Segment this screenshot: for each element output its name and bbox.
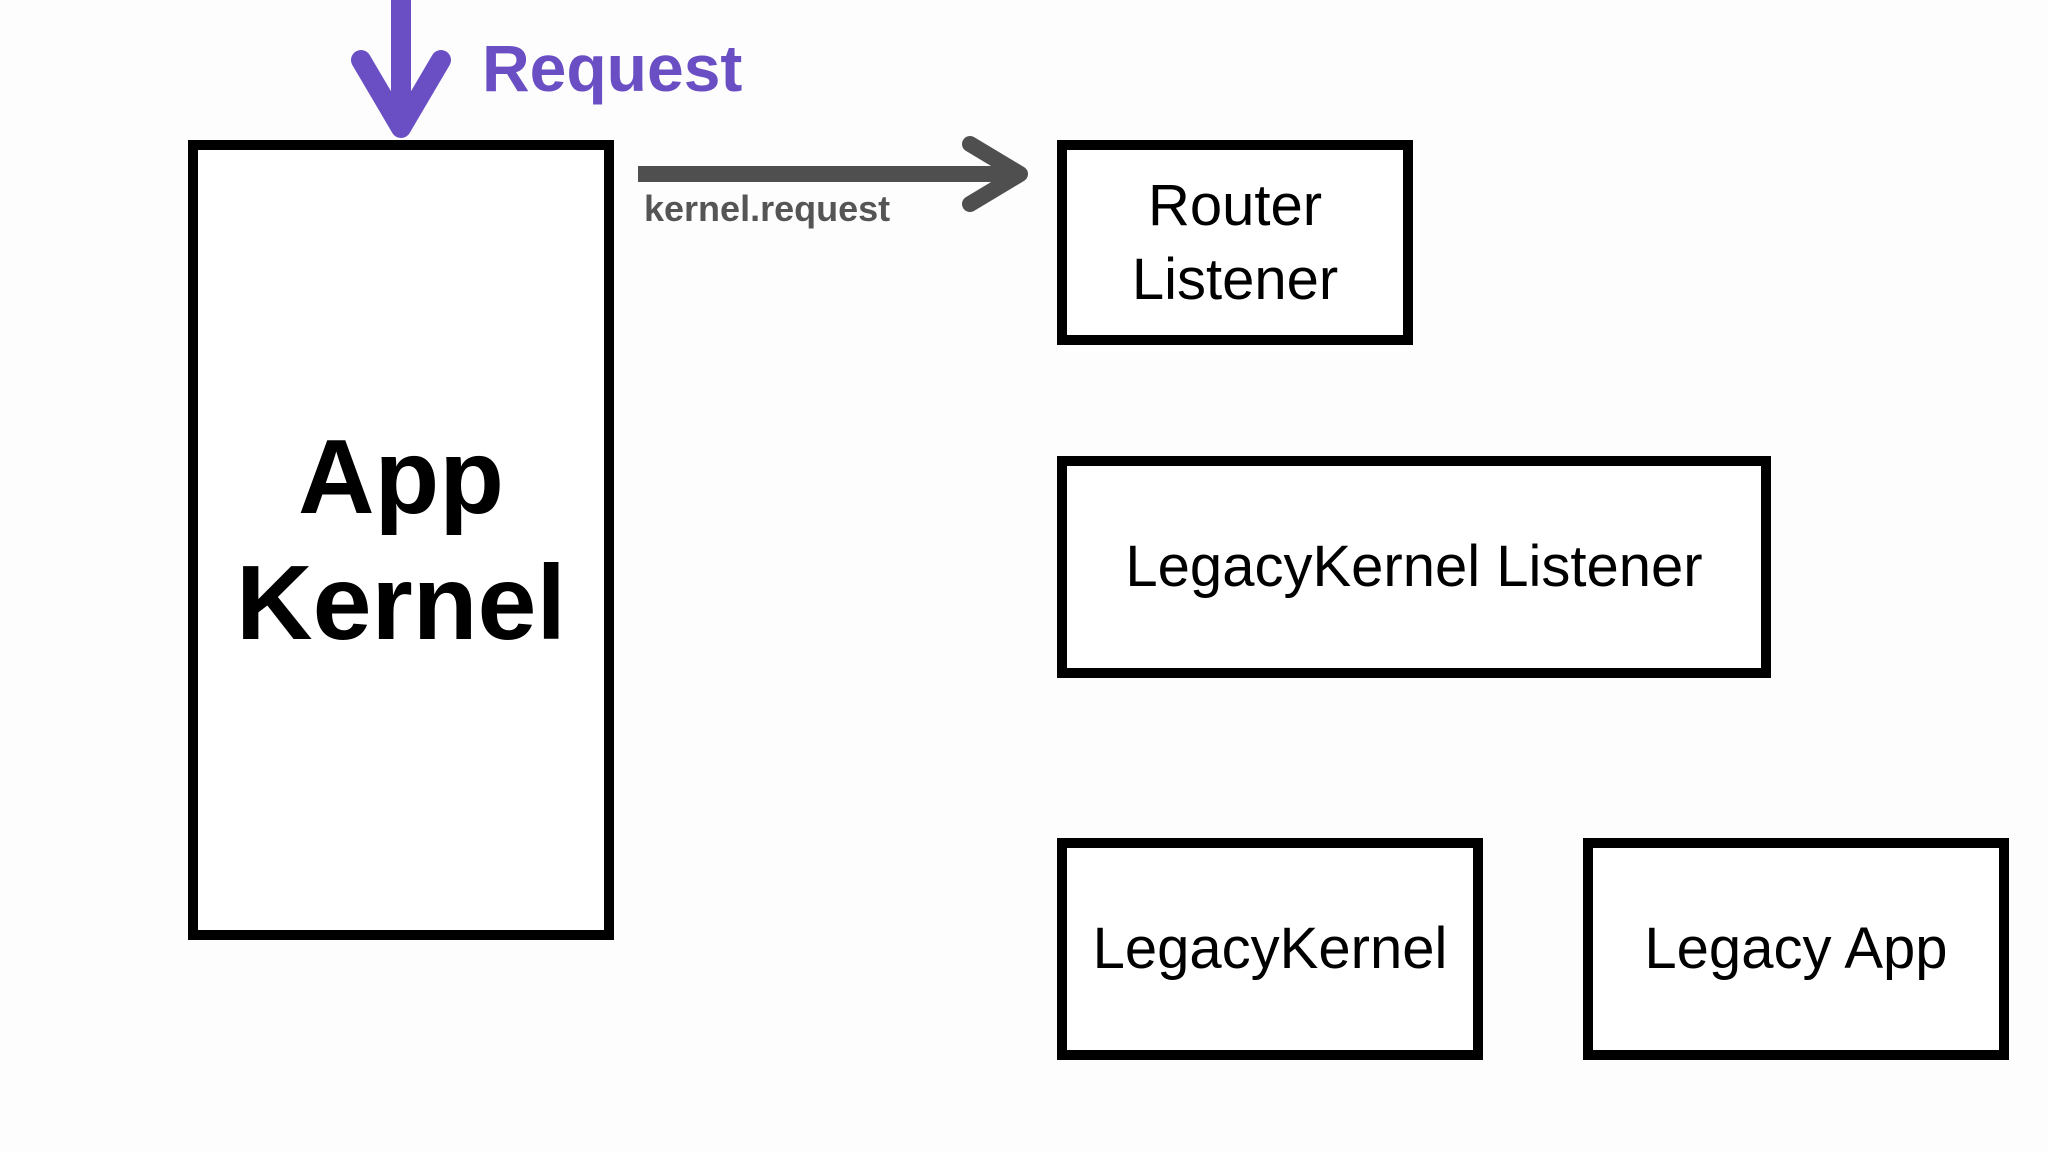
legacy-app-label: Legacy App — [1644, 916, 1948, 981]
legacykernel-listener-box: LegacyKernel Listener — [1057, 456, 1771, 678]
legacykernel-box: LegacyKernel — [1057, 838, 1483, 1060]
legacykernel-label: LegacyKernel — [1092, 916, 1448, 981]
legacy-app-box: Legacy App — [1583, 838, 2009, 1060]
kernel-request-event-label: kernel.request — [644, 188, 891, 229]
router-listener-box: Router Listener — [1057, 140, 1413, 345]
request-label: Request — [482, 31, 743, 105]
router-listener-label: Router Listener — [1131, 172, 1339, 312]
app-kernel-label: App Kernel — [236, 418, 566, 662]
kernel-request-arrow — [638, 136, 1028, 212]
legacykernel-listener-label: LegacyKernel Listener — [1125, 534, 1703, 599]
app-kernel-box: App Kernel — [188, 140, 614, 940]
request-arrow — [351, 0, 451, 138]
